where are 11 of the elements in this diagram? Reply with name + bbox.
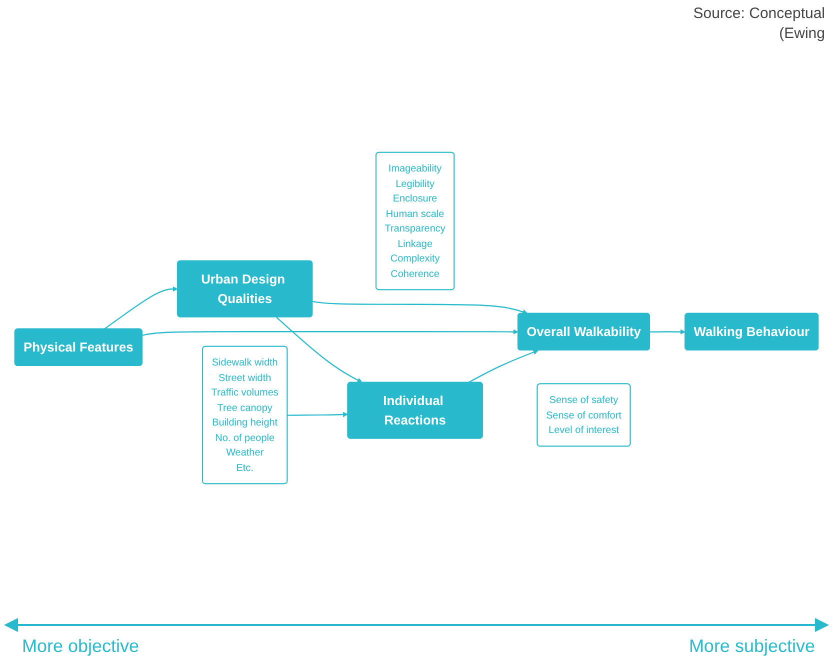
source-note: Source: Conceptual [693,4,825,24]
arrow [468,350,538,383]
axis-label: More subjective [688,636,815,657]
arrow [287,412,348,418]
arrow [276,316,362,383]
arrow [142,329,518,336]
arrow [312,300,528,314]
arrow [104,286,178,330]
arrow [650,329,686,334]
axis-label: More objective [22,636,140,657]
source-note: (Ewing [778,24,825,44]
